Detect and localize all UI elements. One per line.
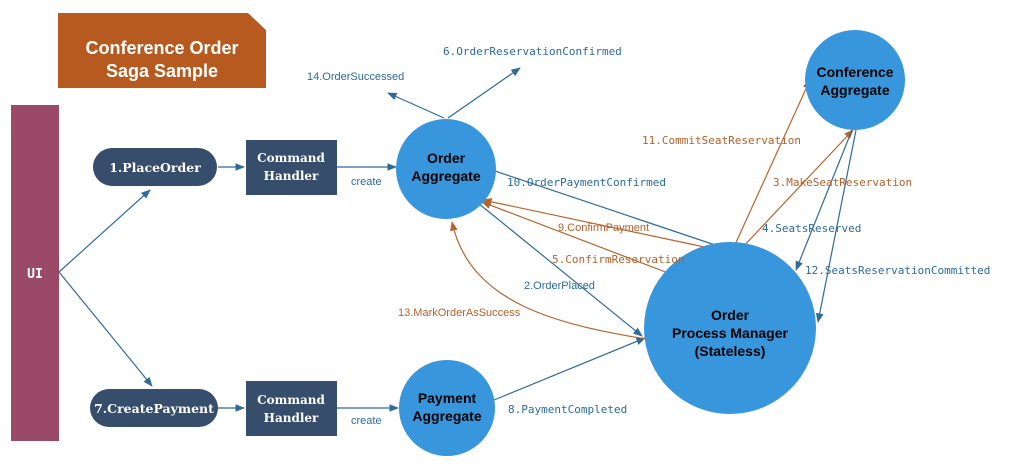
label-create-top: create — [351, 176, 382, 188]
label-order-reservation-confirmed: 6.OrderReservationConfirmed — [443, 45, 622, 58]
place-order-node: 1.PlaceOrder — [93, 148, 217, 186]
conference-aggregate-line-1: Conference — [816, 64, 893, 80]
command-handler-top-line-1: Command — [257, 151, 325, 165]
command-handler-top-line-2: Handler — [264, 169, 319, 183]
edge-ui-to-place-order — [58, 189, 151, 273]
command-handler-bottom: Command Handler — [246, 381, 337, 436]
command-handler-bottom-line-1: Command — [257, 393, 325, 407]
label-confirm-payment: 9.ConfirmPayment — [558, 222, 649, 234]
label-order-payment-confirmed: 10.OrderPaymentConfirmed — [507, 176, 666, 189]
edge-order-successed — [387, 92, 445, 119]
label-commit-seat-reservation: 11.CommitSeatReservation — [642, 134, 801, 147]
edge-commit-seat-reservation — [732, 79, 811, 250]
edge-ui-to-create-payment — [58, 271, 153, 387]
order-aggregate-node: Order Aggregate — [396, 119, 496, 219]
ui-label: UI — [27, 267, 43, 282]
edge-order-placed — [477, 202, 643, 337]
conference-aggregate-node: Conference Aggregate — [805, 30, 905, 130]
edge-confirm-payment — [482, 198, 729, 253]
title-line-1: Conference Order — [85, 38, 238, 58]
edge-order-payment-confirmed — [491, 169, 731, 251]
edge-order-reservation-confirmed — [447, 67, 521, 119]
conference-aggregate-line-2: Aggregate — [820, 82, 889, 98]
payment-aggregate-line-1: Payment — [418, 390, 477, 406]
create-payment-label: 7.CreatePayment — [94, 401, 214, 416]
title-badge: Conference Order Saga Sample — [58, 13, 266, 88]
process-manager-line-1: Order — [711, 307, 750, 323]
process-manager-line-3: (Stateless) — [695, 343, 766, 359]
label-seats-reservation-committed: 12.SeatsReservationCommitted — [805, 264, 990, 277]
label-confirm-reservation: 5.ConfirmReservation — [552, 253, 684, 266]
command-handler-top: Command Handler — [246, 140, 337, 195]
title-line-2: Saga Sample — [106, 61, 218, 81]
label-create-bottom: create — [351, 415, 382, 427]
edge-seats-reservation-committed — [815, 129, 857, 323]
label-order-placed: 2.OrderPlaced — [524, 280, 595, 292]
edge-mark-order-success — [450, 221, 653, 341]
label-order-successed: 14.OrderSuccessed — [307, 71, 404, 83]
place-order-label: 1.PlaceOrder — [109, 160, 201, 175]
payment-aggregate-node: Payment Aggregate — [399, 360, 495, 456]
label-make-seat-reservation: 3.MakeSeatReservation — [773, 176, 912, 189]
edge-make-seat-reservation — [739, 129, 854, 251]
order-aggregate-line-1: Order — [427, 150, 466, 166]
order-aggregate-line-2: Aggregate — [411, 168, 480, 184]
ui-bar: UI — [11, 105, 59, 441]
label-seats-reserved: 4.SeatsReserved — [762, 222, 861, 235]
create-payment-node: 7.CreatePayment — [90, 389, 218, 427]
payment-aggregate-line-2: Aggregate — [412, 408, 481, 424]
label-payment-completed: 8.PaymentCompleted — [508, 403, 627, 416]
command-handler-bottom-line-2: Handler — [264, 411, 319, 425]
edge-seats-reserved — [795, 129, 853, 271]
label-mark-order-success: 13.MarkOrderAsSuccess — [398, 307, 521, 319]
edge-payment-completed — [493, 337, 646, 401]
edge-confirm-reservation — [481, 201, 677, 277]
process-manager-node: Order Process Manager (Stateless) — [644, 242, 816, 414]
process-manager-line-2: Process Manager — [672, 325, 788, 341]
